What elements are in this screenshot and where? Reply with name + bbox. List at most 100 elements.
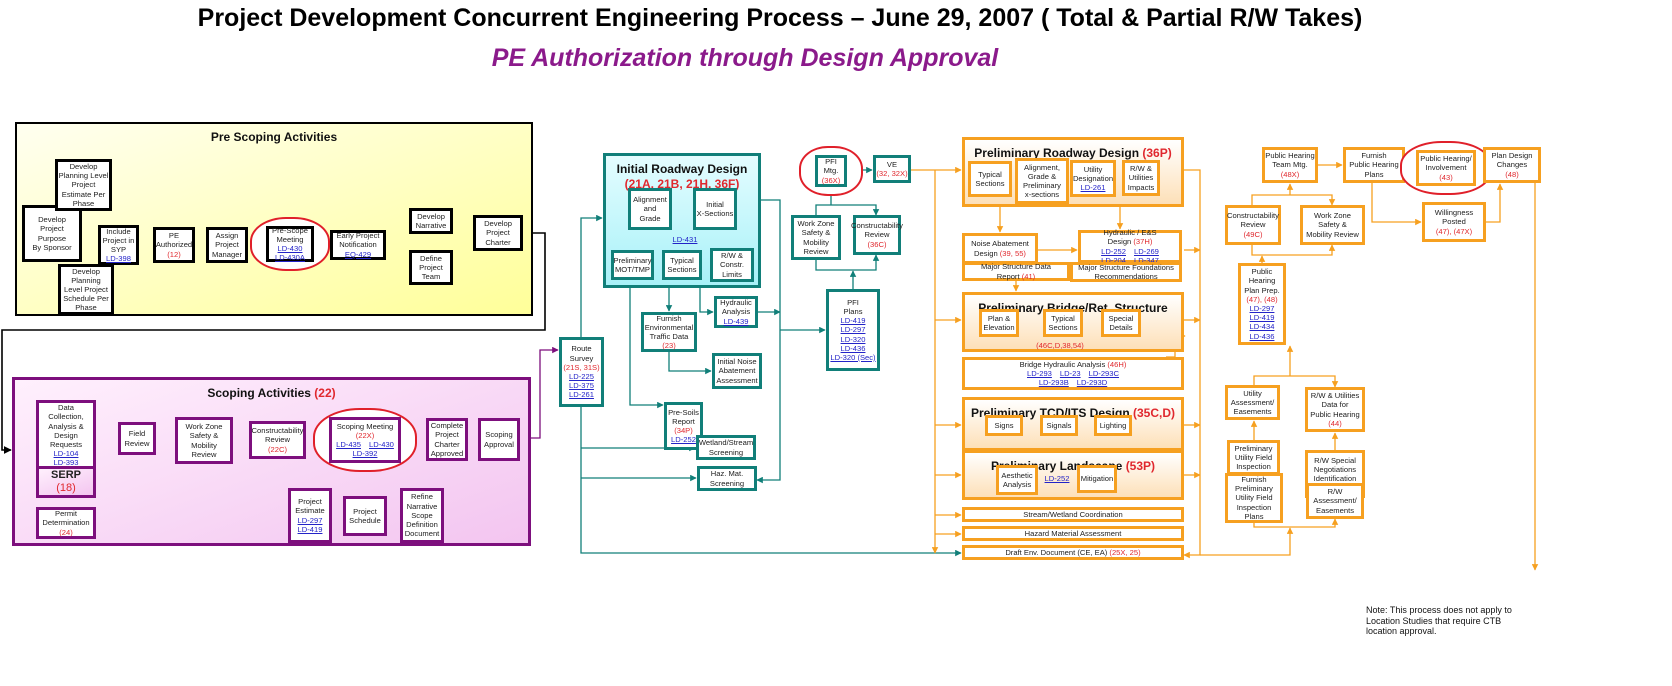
document-link[interactable]: LD-430A <box>275 253 305 263</box>
mitigation-box: Mitigation <box>1077 465 1117 493</box>
text-line: (49C) <box>1244 230 1263 239</box>
reference-code: (46C,D,38,54) <box>1036 341 1084 351</box>
text-line: Permit <box>55 509 77 519</box>
document-link[interactable]: LD-398 <box>106 254 131 264</box>
text-line: Easements <box>1233 407 1272 417</box>
document-link[interactable]: LD-204 <box>1101 255 1126 265</box>
text-line: LD-398 <box>102 254 135 263</box>
text-line: Grade <box>639 213 661 223</box>
text-line: Meeting <box>276 234 304 244</box>
text-line: Refine <box>411 492 433 502</box>
text-line: Analysis <box>1002 480 1032 489</box>
text-line: Assessment/ <box>1230 397 1275 407</box>
text-line: Public Hearing <box>1310 409 1360 419</box>
text-line: Furnish <box>1241 475 1267 484</box>
draft-env-box: Draft Env. Document (CE, EA) (25X, 25) <box>962 545 1184 560</box>
document-link[interactable]: LD-436 <box>1249 331 1275 341</box>
document-link[interactable]: LD-435 <box>336 440 361 449</box>
text-line: Hearing <box>1248 276 1276 286</box>
document-link[interactable]: LD-375 <box>569 381 594 391</box>
text-line: (47), (47X) <box>1436 227 1472 236</box>
ph-involve-box: Public Hearing/Involvement(43) <box>1416 150 1476 186</box>
text-line: Involvement <box>1425 163 1467 173</box>
document-link[interactable]: LD-393 <box>53 458 79 468</box>
document-link[interactable]: EQ-429 <box>344 249 372 259</box>
document-link[interactable]: LD-436 <box>840 343 866 353</box>
text-line: Assign <box>215 231 239 241</box>
text-line: Hydraulic <box>720 298 752 308</box>
document-link[interactable]: LD-252 <box>671 435 696 445</box>
document-link[interactable]: LD-293B <box>1038 378 1069 388</box>
text-line: Plans <box>1364 169 1384 179</box>
text-line: Mobility <box>803 237 829 247</box>
note-line: Note: This process does not apply to <box>1366 605 1512 615</box>
text-line: Develop <box>72 266 100 276</box>
text-line: Route <box>571 344 592 354</box>
document-link[interactable]: LD-293D <box>1076 378 1108 388</box>
text-line: (34P) <box>674 426 693 435</box>
text-line: Special <box>1108 313 1134 323</box>
reference-code: (25X, 25) <box>1109 547 1141 557</box>
document-link[interactable]: LD-225 <box>569 372 594 381</box>
text-line: Screening <box>709 478 745 488</box>
document-link[interactable]: LD-431 <box>672 235 698 245</box>
document-link[interactable]: LD-430 <box>277 244 303 253</box>
document-link[interactable]: LD-419 <box>297 524 323 534</box>
text-line: Project <box>353 506 377 516</box>
text-line: Assessment <box>716 375 758 385</box>
text-line: LD-419 <box>294 525 327 534</box>
document-link[interactable]: LD-23 <box>1059 368 1081 378</box>
document-link[interactable]: LD-297 <box>840 325 866 335</box>
document-link[interactable]: LD-419 <box>1249 313 1275 323</box>
document-link[interactable]: LD-419 <box>840 316 866 326</box>
text-line: Furnish <box>1361 151 1387 161</box>
text-line: Collection, <box>48 412 84 422</box>
document-link[interactable]: LD-252 <box>1044 474 1070 484</box>
document-link[interactable]: LD-320 (Sec) <box>830 353 876 362</box>
text-line: MOT/TMP <box>614 265 650 274</box>
document-link[interactable]: LD-430 <box>369 440 394 449</box>
text-line: Scope <box>411 510 433 520</box>
text-line: Changes <box>1496 160 1528 170</box>
text-line: Notification <box>339 240 377 250</box>
text-line: Analysis & <box>48 421 84 431</box>
document-link[interactable]: LD-434 <box>1249 322 1275 332</box>
text-line: Survey <box>569 353 594 363</box>
document-link[interactable]: LD-293 <box>1027 368 1052 378</box>
text-line: Initial Roadway Design <box>617 162 748 177</box>
document-link[interactable]: LD-261 <box>569 390 594 400</box>
document-link[interactable]: LD-320 <box>840 334 866 344</box>
document-link[interactable]: LD-252 <box>1101 246 1126 256</box>
text-line: LD-320 (Sec) <box>826 353 879 362</box>
text-line: LD-375 <box>565 381 598 390</box>
text-line: Definition <box>406 520 438 530</box>
document-link[interactable]: LD-261 <box>1080 183 1106 193</box>
ld252b-box: LD-252 <box>1038 472 1076 486</box>
document-link[interactable]: LD-439 <box>723 316 749 326</box>
document-link[interactable]: LD-293C <box>1088 368 1119 378</box>
text-line: Approved <box>430 448 464 458</box>
document-link[interactable]: LD-347 <box>1134 255 1159 265</box>
text-line: Team Mtg. <box>1272 160 1308 170</box>
document-link[interactable]: LD-104 <box>53 449 79 459</box>
text-line: x-sections <box>1024 190 1060 200</box>
connector-arrow <box>668 352 712 375</box>
document-link[interactable]: LD-392 <box>352 449 378 459</box>
document-link[interactable]: LD-269 <box>1134 246 1159 256</box>
document-link[interactable]: LD-297 <box>1249 304 1275 313</box>
document-link[interactable]: LD-297 <box>297 515 323 525</box>
